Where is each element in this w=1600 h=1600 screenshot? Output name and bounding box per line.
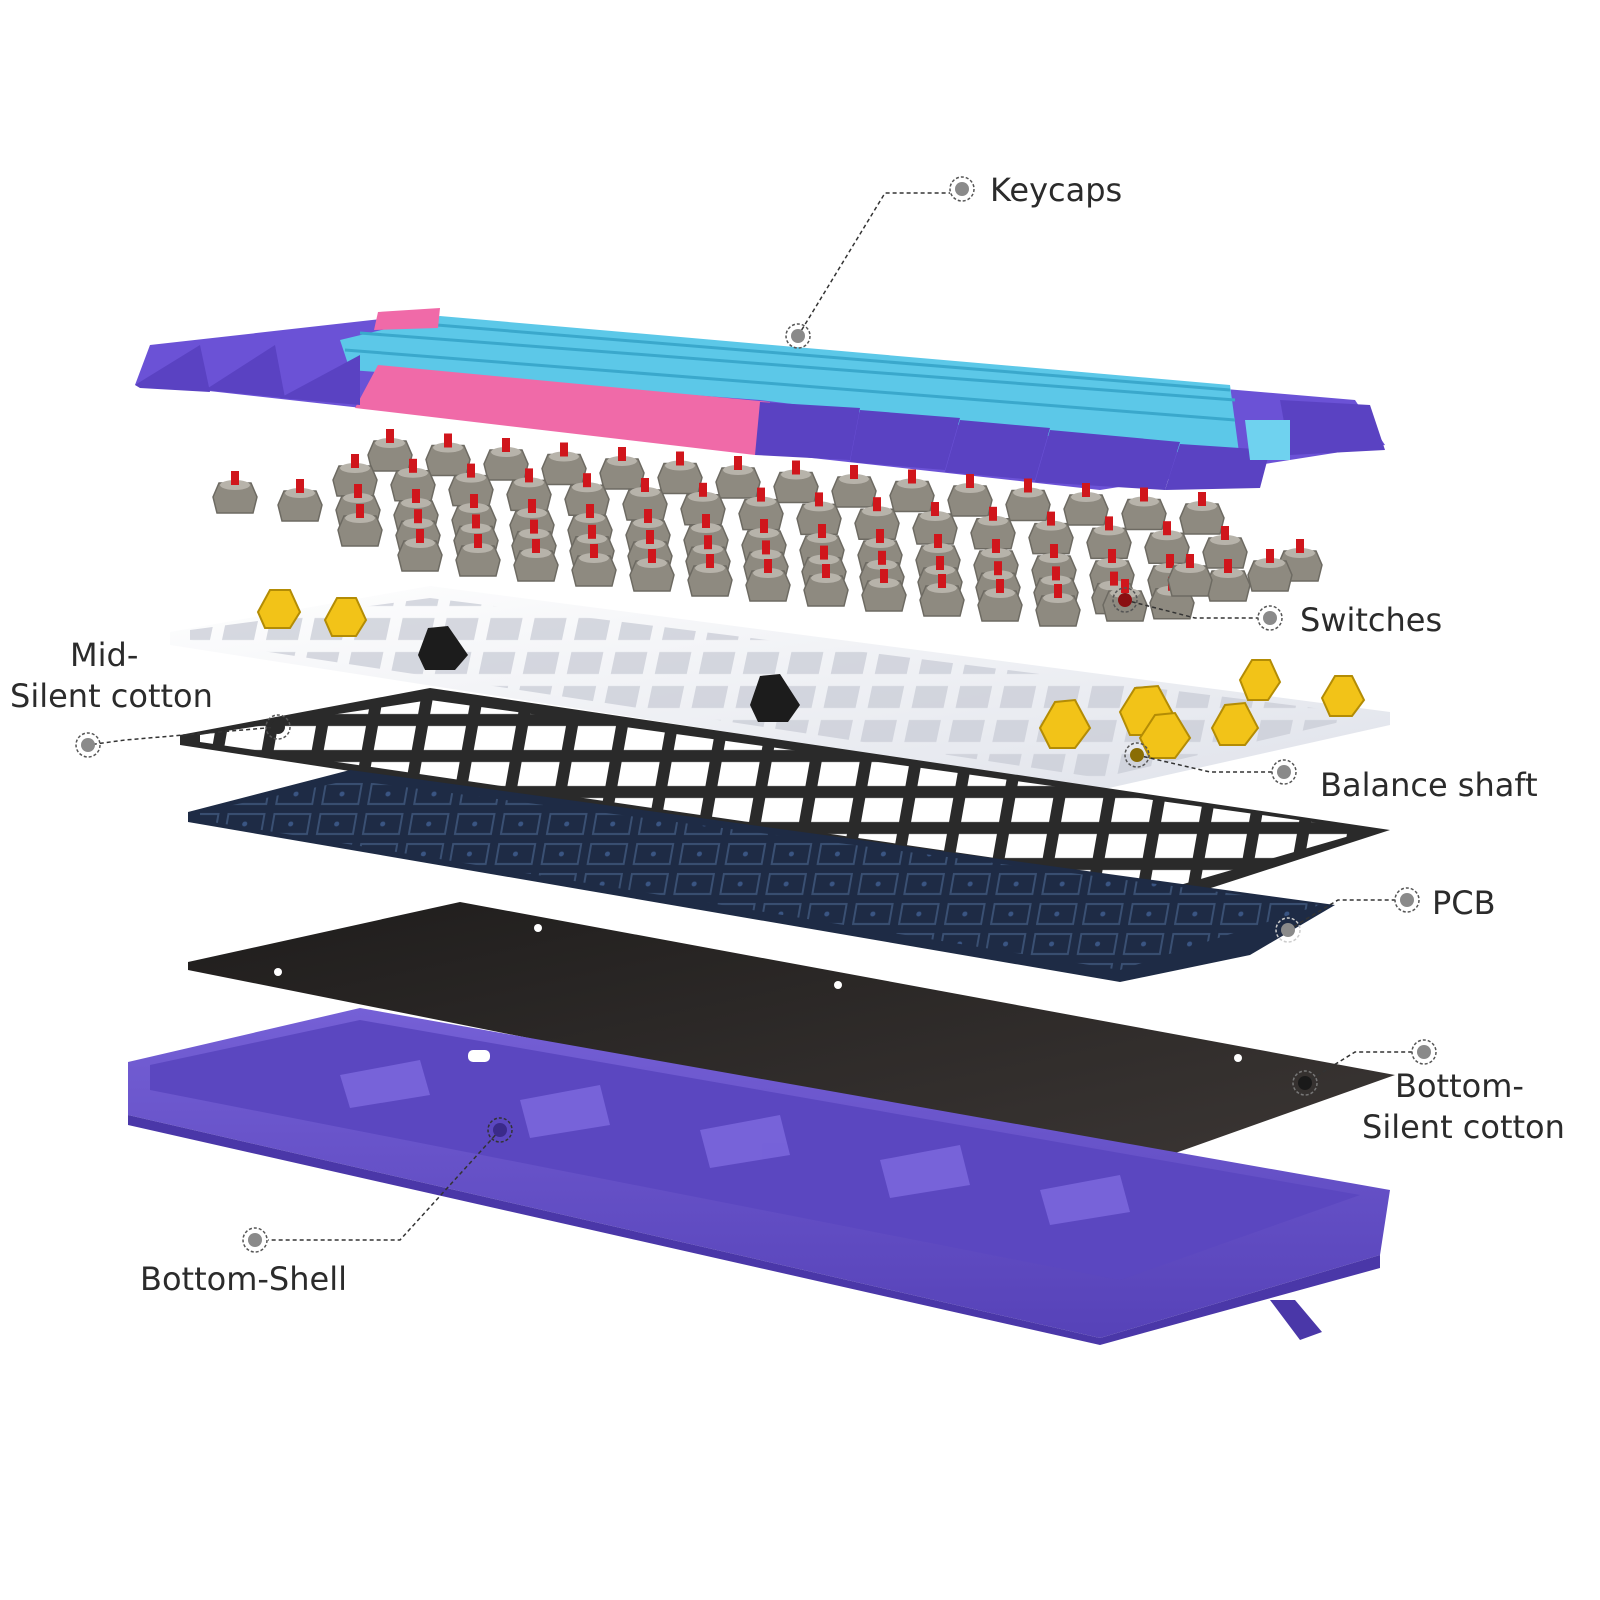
stabilizers-black: [418, 626, 800, 722]
switch: [970, 506, 1016, 550]
switch: [1035, 584, 1081, 627]
marker-mid-cotton-point: [265, 714, 291, 740]
switch: [854, 497, 900, 540]
callout-lines: [87, 192, 1412, 1241]
switch: [455, 534, 501, 577]
keycaps-cyan-area: [340, 316, 1240, 460]
label-bottom-shell: Bottom-Shell: [140, 1260, 347, 1298]
switch: [861, 569, 907, 612]
switch: [1063, 483, 1109, 526]
label-mid-cotton-line1: Mid-: [70, 636, 138, 674]
plate-layer: [170, 586, 1390, 790]
stabilizers-yellow: [256, 589, 1366, 759]
switch: [513, 539, 559, 582]
keycaps-layer: [135, 308, 1385, 490]
usb-port: [468, 1050, 490, 1062]
label-mid-cotton-line2: Silent cotton: [10, 677, 213, 715]
switch: [912, 502, 958, 545]
switch: [571, 544, 617, 587]
switch: [599, 447, 645, 490]
switch: [657, 451, 703, 495]
label-pcb: PCB: [1432, 884, 1496, 922]
keycap-spacebar: [355, 365, 770, 455]
switch: [1167, 554, 1213, 597]
switch: [564, 473, 610, 516]
bottom-shell-layer: [128, 1008, 1390, 1345]
label-keycaps: Keycaps: [990, 171, 1122, 209]
marker-bottom-cotton-label: [1411, 1039, 1437, 1065]
switch: [277, 479, 323, 522]
switch: [919, 574, 965, 617]
switch: [947, 474, 993, 517]
switch: [1144, 521, 1190, 564]
switch: [506, 468, 552, 512]
switch: [687, 554, 733, 597]
switch: [773, 460, 819, 504]
bottom-silent-cotton: [188, 902, 1395, 1162]
switch: [1179, 492, 1225, 535]
switch: [397, 529, 443, 572]
marker-pcb-label: [1394, 887, 1420, 913]
switch: [1028, 511, 1074, 555]
marker-bottom-shell-point: [487, 1117, 513, 1143]
pcb-layer: [188, 770, 1335, 982]
switch: [1205, 559, 1251, 602]
switch: [738, 487, 784, 531]
switches-layer: [212, 429, 1323, 627]
bottom-shell-ribs: [340, 1060, 1130, 1225]
keycap-escape: [374, 308, 440, 330]
label-bottom-cotton-line2: Silent cotton: [1362, 1108, 1565, 1146]
keycap-cyan-side: [1245, 420, 1290, 460]
pcb-traces: [200, 780, 1320, 970]
switch: [332, 454, 378, 497]
switch: [425, 433, 471, 477]
switch: [212, 471, 258, 514]
bottom-cotton-holes: [274, 924, 1242, 1062]
label-balance-shaft: Balance shaft: [1320, 766, 1538, 804]
switch: [448, 463, 494, 507]
switch: [1005, 478, 1051, 522]
switch: [367, 429, 413, 472]
switch: [337, 504, 383, 547]
marker-switches-label: [1257, 605, 1283, 631]
switch: [831, 465, 877, 508]
callout-labels: Keycaps Switches Mid- Silent cotton Bala…: [10, 171, 1565, 1298]
marker-balance-shaft-label: [1271, 759, 1297, 785]
switch: [1086, 516, 1132, 560]
marker-mid-cotton-label: [75, 732, 101, 758]
switch: [1121, 487, 1167, 531]
keycaps-front-modifiers: [135, 345, 1385, 490]
marker-pcb-point: [1275, 917, 1301, 943]
switch: [1202, 526, 1248, 569]
marker-bottom-cotton-point: [1292, 1070, 1318, 1096]
switch: [977, 579, 1023, 622]
label-switches: Switches: [1300, 601, 1442, 639]
marker-keycaps-label: [949, 176, 975, 202]
kickstand-foot: [1270, 1300, 1322, 1340]
marker-switches-point: [1112, 587, 1138, 613]
switch: [541, 442, 587, 486]
callout-markers: [75, 176, 1437, 1253]
bottom-cotton-layer: [188, 902, 1395, 1162]
label-bottom-cotton-line1: Bottom-: [1395, 1067, 1524, 1105]
switch: [889, 469, 935, 513]
mid-cotton-layer: [180, 688, 1390, 898]
switch: [796, 492, 842, 536]
switch: [715, 456, 761, 499]
switch: [629, 549, 675, 592]
switch: [390, 458, 436, 502]
mid-cotton-holes: [200, 700, 1370, 885]
marker-bottom-shell-label: [242, 1227, 268, 1253]
switch: [1247, 549, 1293, 592]
switch: [680, 482, 726, 526]
switch: [622, 478, 668, 521]
switch: [803, 564, 849, 607]
marker-balance-shaft-point: [1124, 742, 1150, 768]
switch: [745, 559, 791, 602]
switch: [483, 438, 529, 481]
marker-keycaps-point: [785, 323, 811, 349]
keycaps-cyan-rows: [344, 320, 1236, 422]
